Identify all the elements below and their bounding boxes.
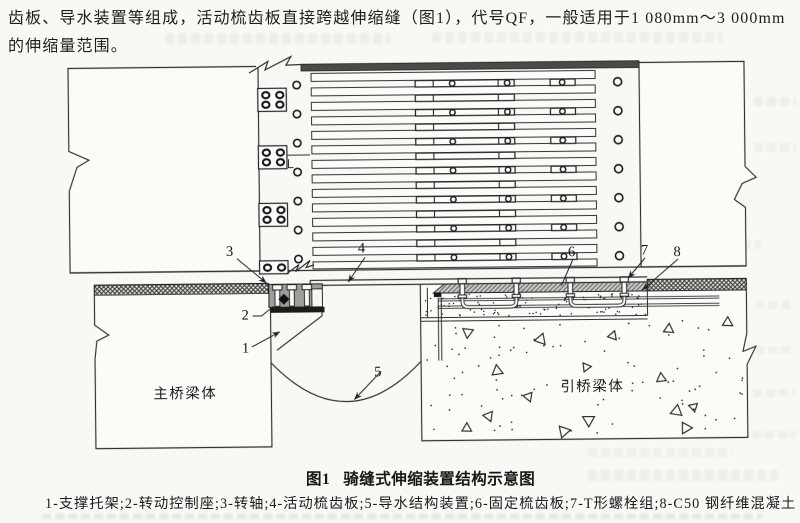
part-marker-4: 4	[357, 239, 366, 256]
part-marker-1: 1	[241, 340, 250, 357]
leader-6	[560, 258, 574, 287]
body-text-line-1: 齿板、导水装置等组成，活动梳齿板直接跨越伸缩缝（图1），代号QF，一般适用于1 …	[8, 10, 786, 27]
left-pavement-hatch	[93, 282, 269, 297]
support-bracket	[276, 312, 323, 351]
break-mark-comb-top	[248, 55, 302, 74]
rotation-control-seat	[268, 283, 325, 351]
legend-item-5: 5-导水结构装置;	[364, 495, 475, 512]
right-pavement-hatch	[646, 277, 747, 292]
break-mark-comb-bottom	[285, 259, 315, 275]
leader-7	[627, 257, 646, 279]
legend-item-4: 4-活动梳齿板;	[269, 495, 365, 512]
part-marker-2: 2	[241, 307, 249, 324]
plan-left-deck	[67, 65, 259, 274]
bearing-plate	[269, 306, 325, 313]
drain-pipe-lines	[437, 297, 443, 361]
leader-3	[236, 258, 267, 284]
figure-caption: 图1 骑缝式伸缩装置结构示意图	[306, 467, 535, 489]
leader-5	[354, 370, 382, 400]
plan-view	[67, 55, 758, 275]
c50-zone-outline	[420, 287, 649, 322]
cross-section	[93, 276, 758, 450]
concrete-triangles	[460, 315, 734, 439]
t-bolt-group	[433, 276, 630, 361]
legend-item-8: 8-C50 钢纤维混凝土	[659, 495, 797, 512]
leader-4	[347, 257, 366, 283]
part-marker-3: 3	[225, 243, 234, 260]
anchor-bolt-plates	[256, 87, 289, 275]
leader-lines	[236, 257, 679, 400]
main-beam-label: 主桥梁体	[153, 385, 218, 403]
concrete-speckle-dots	[426, 319, 744, 434]
main-beam-outline	[93, 293, 273, 450]
pivot-diamond	[278, 293, 290, 305]
legend-item-3: 3-转轴;	[219, 495, 270, 512]
legend-item-6: 6-固定梳齿板;	[474, 495, 570, 512]
left-anchor-block	[433, 292, 442, 298]
approach-beam-outline	[419, 284, 758, 442]
part-marker-6: 6	[567, 244, 576, 261]
part-marker-8: 8	[673, 243, 681, 260]
leader-2	[252, 305, 274, 317]
body-text-line-2: 的伸缩量范围。	[8, 37, 128, 55]
comb-top-edge-band	[300, 60, 640, 72]
figure-caption-number: 图1	[306, 471, 331, 488]
legend-item-7: 7-T形螺栓组;	[569, 495, 660, 512]
plan-right-deck	[638, 60, 758, 268]
approach-beam-label: 引桥梁体	[560, 378, 625, 396]
leader-8	[641, 258, 679, 291]
figure-legend: 1-支撑托架;2-转动控制座;3-转轴;4-活动梳齿板;5-导水结构装置;6-固…	[45, 493, 796, 513]
part-marker-7: 7	[640, 242, 649, 259]
figure-caption-title: 骑缝式伸缩装置结构示意图	[343, 471, 536, 488]
embedded-rebar-lines	[438, 295, 720, 309]
leader-1	[251, 331, 281, 348]
part-marker-5: 5	[374, 363, 382, 380]
legend-item-1: 1-支撑托架;	[45, 495, 125, 512]
drainage-arc	[270, 360, 422, 403]
legend-item-2: 2-转动控制座;	[124, 495, 220, 512]
